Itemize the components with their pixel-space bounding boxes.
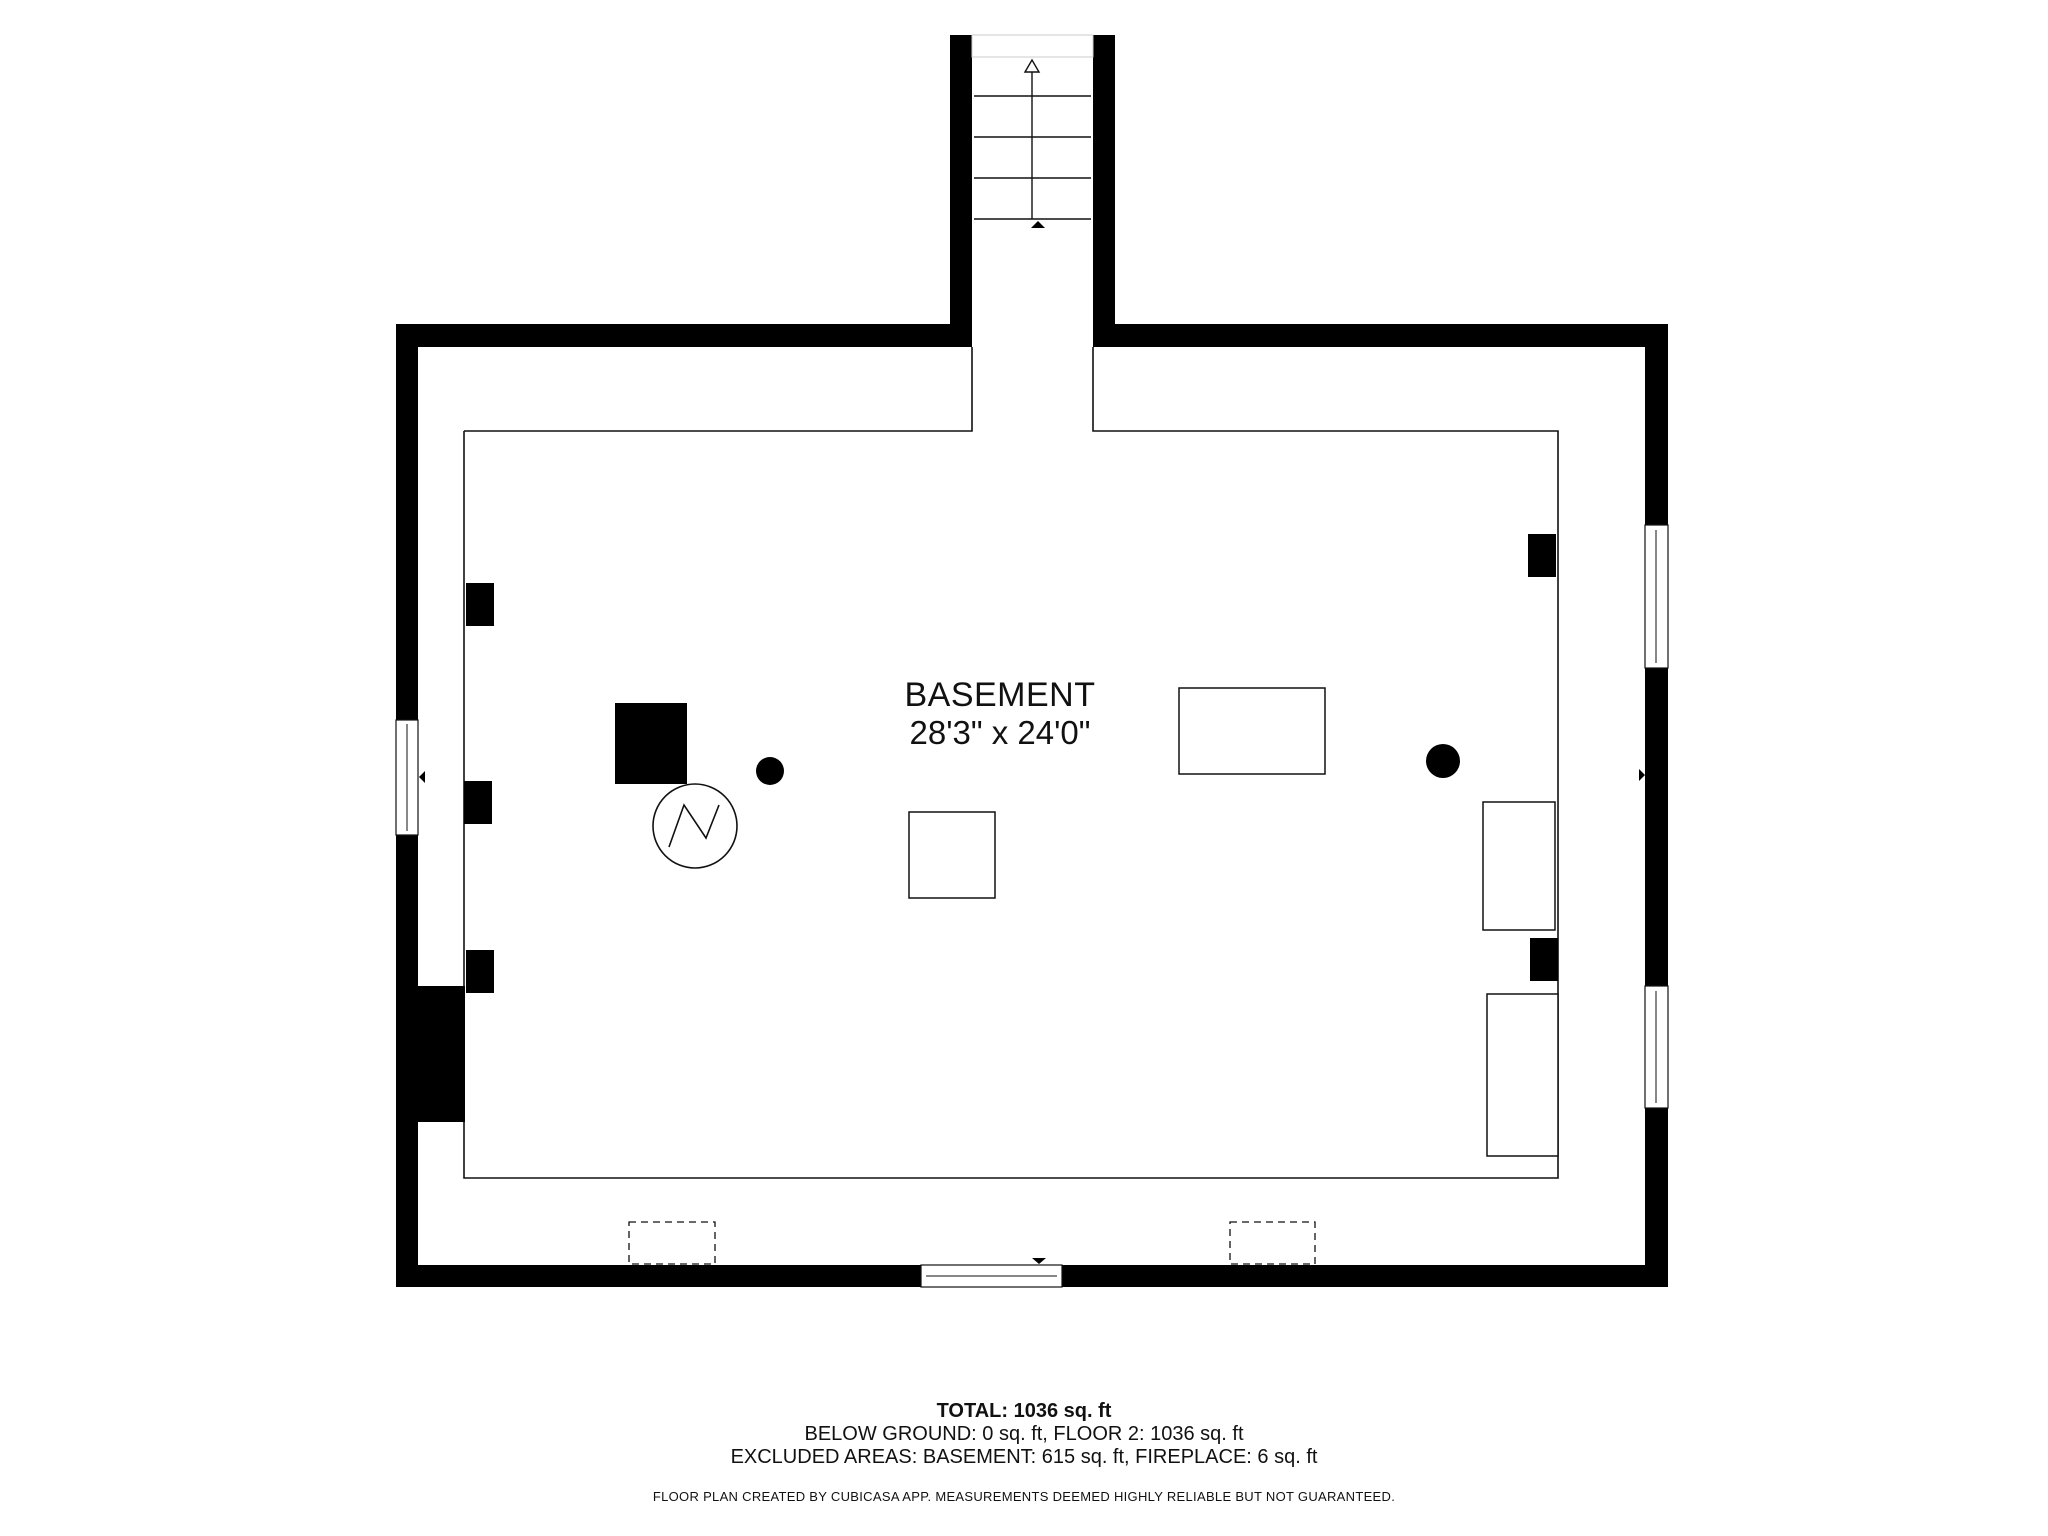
- stair-marker: [1031, 221, 1045, 228]
- window-left: [395, 719, 425, 836]
- below-ground-area: BELOW GROUND: 0 sq. ft, FLOOR 2: 1036 sq…: [804, 1423, 1244, 1445]
- room-dimensions: 28'3" x 24'0": [909, 714, 1091, 751]
- window-well-right: [1229, 1221, 1316, 1265]
- excluded-areas: EXCLUDED AREAS: BASEMENT: 615 sq. ft, FI…: [730, 1446, 1318, 1468]
- fixture-center: [908, 811, 996, 899]
- water-heater-icon: [652, 783, 738, 869]
- window-right-top: [1644, 524, 1669, 669]
- fixture-right-lower: [1486, 993, 1559, 1157]
- credit-disclaimer: FLOOR PLAN CREATED BY CUBICASA APP. MEAS…: [652, 1489, 1396, 1504]
- support-post-left: [756, 757, 784, 785]
- support-post-right: [1426, 744, 1460, 778]
- right-wall-marker: [1639, 769, 1645, 781]
- window-right-bottom: [1644, 985, 1669, 1109]
- window-well-left: [628, 1221, 716, 1265]
- wall-posts: [464, 534, 1558, 993]
- total-area: TOTAL: 1036 sq. ft: [936, 1400, 1112, 1422]
- exterior-walls: [396, 35, 1668, 1287]
- stairs: [974, 58, 1091, 220]
- furnace: [615, 703, 687, 784]
- fixture-right-upper: [1482, 801, 1556, 931]
- fixture-table: [1178, 687, 1326, 775]
- room-outline: [463, 347, 1559, 1179]
- fireplace-block: [418, 986, 465, 1122]
- room-name: BASEMENT: [904, 676, 1096, 714]
- window-bottom: [920, 1258, 1063, 1288]
- stair-opening: [971, 34, 1094, 58]
